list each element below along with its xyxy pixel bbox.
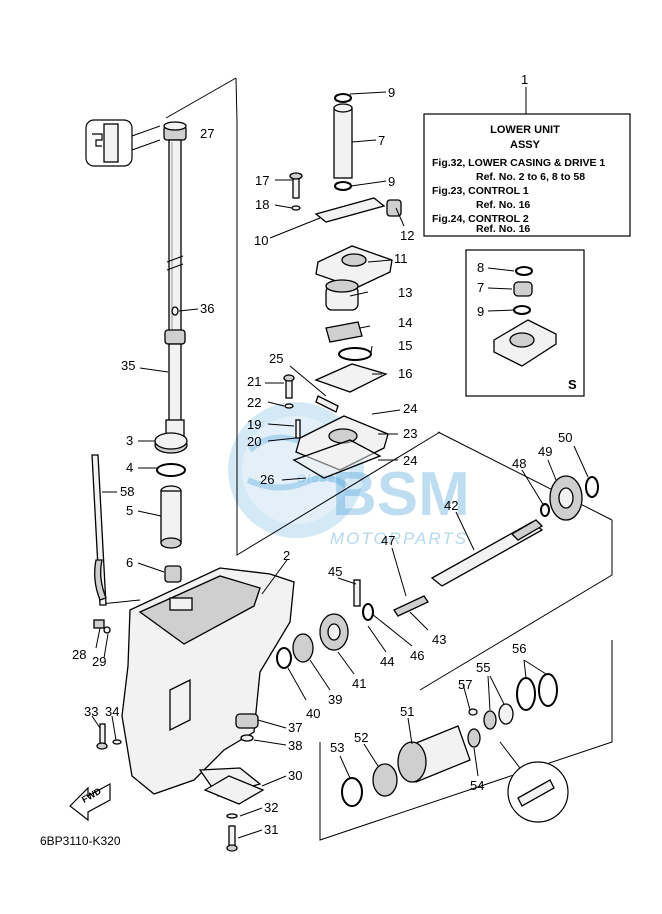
lower-casing	[121, 567, 295, 797]
callout-33: 33	[84, 704, 98, 719]
watermark-brand: BSM	[332, 460, 470, 529]
callout-10: 10	[254, 233, 268, 248]
callout-43: 43	[432, 632, 446, 647]
callout-26: 26	[260, 472, 274, 487]
callout-27: 27	[200, 126, 214, 141]
info-line-7: Fig.24, CONTROL 2	[432, 213, 529, 225]
callout-6: 6	[126, 555, 133, 570]
callout-44: 44	[380, 654, 394, 669]
callout-24b: 24	[403, 453, 417, 468]
callout-28: 28	[72, 647, 86, 662]
info-line-6: Ref. No. 16	[476, 199, 530, 211]
callout-11: 11	[394, 251, 408, 266]
bearing-inset-27	[85, 119, 161, 167]
callout-25: 25	[269, 351, 283, 366]
callout-53: 53	[330, 740, 344, 755]
callout-49: 49	[538, 444, 552, 459]
callout-48: 48	[512, 456, 526, 471]
callout-42: 42	[444, 498, 458, 513]
callout-2: 2	[283, 548, 290, 563]
callout-41: 41	[352, 676, 366, 691]
info-line-1: LOWER UNIT	[490, 124, 560, 136]
callout-51: 51	[400, 704, 414, 719]
callout-47: 47	[381, 533, 395, 548]
callout-52: 52	[354, 730, 368, 745]
callout-24a: 24	[403, 401, 417, 416]
info-line-3: Fig.32, LOWER CASING & DRIVE 1	[432, 157, 605, 169]
callout-16: 16	[398, 366, 412, 381]
callout-32: 32	[264, 800, 278, 815]
info-box: 1 LOWER UNIT ASSY Fig.32, LOWER CASING &…	[423, 72, 631, 237]
callout-58: 58	[120, 484, 134, 499]
propeller-shaft-group	[276, 475, 599, 823]
callout-21: 21	[247, 374, 261, 389]
inset-ref-9: 9	[477, 304, 484, 319]
callout-56: 56	[512, 641, 526, 656]
callout-36: 36	[200, 301, 214, 316]
callout-50: 50	[558, 430, 572, 445]
callout-12: 12	[400, 228, 414, 243]
callout-17: 17	[255, 173, 269, 188]
inset-s: 8 7 9 S	[465, 249, 585, 397]
callout-18: 18	[255, 197, 269, 212]
callout-39: 39	[328, 692, 342, 707]
info-box-ref: 1	[521, 72, 528, 87]
inset-ref-8: 8	[477, 260, 484, 275]
info-line-5: Fig.23, CONTROL 1	[432, 185, 529, 197]
callout-40: 40	[306, 706, 320, 721]
callout-55: 55	[476, 660, 490, 675]
callout-31: 31	[264, 822, 278, 837]
shift-rod	[91, 454, 107, 606]
watermark-sub: MOTORPARTS	[330, 529, 468, 548]
callout-5: 5	[126, 503, 133, 518]
callout-45: 45	[328, 564, 342, 579]
inset-ref-7: 7	[477, 280, 484, 295]
callout-19: 19	[247, 417, 261, 432]
callout-34: 34	[105, 704, 119, 719]
callout-13: 13	[398, 285, 412, 300]
callout-4: 4	[126, 460, 133, 475]
callout-30: 30	[288, 768, 302, 783]
diagram-code: 6BP3110-K320	[40, 834, 121, 848]
callout-57: 57	[458, 677, 472, 692]
callout-35: 35	[121, 358, 135, 373]
callout-37: 37	[288, 720, 302, 735]
callout-38: 38	[288, 738, 302, 753]
fwd-arrow-icon: FWD	[69, 782, 111, 822]
callout-23: 23	[403, 426, 417, 441]
inset-tag: S	[568, 377, 577, 392]
callout-15: 15	[398, 338, 412, 353]
callout-29: 29	[92, 654, 106, 669]
callout-3: 3	[126, 433, 133, 448]
small-parts	[93, 619, 265, 852]
callout-46: 46	[410, 648, 424, 663]
callout-labels: 9 7 9 17 18 10 12 11 13 14 15 16 25 21 2…	[72, 85, 572, 837]
callout-9b: 9	[388, 174, 395, 189]
info-line-8: Ref. No. 16	[476, 223, 530, 235]
frame-lines	[99, 77, 613, 841]
callout-22: 22	[247, 395, 261, 410]
callout-9a: 9	[388, 85, 395, 100]
info-line-4: Ref. No. 2 to 6, 8 to 58	[476, 171, 585, 183]
callout-20: 20	[247, 434, 261, 449]
info-line-2: ASSY	[510, 139, 541, 151]
callout-54: 54	[470, 778, 484, 793]
shaft-parts	[154, 432, 188, 583]
callout-14: 14	[398, 315, 412, 330]
leader-lines	[91, 91, 589, 839]
callout-7: 7	[378, 133, 385, 148]
drive-shaft	[163, 121, 187, 439]
